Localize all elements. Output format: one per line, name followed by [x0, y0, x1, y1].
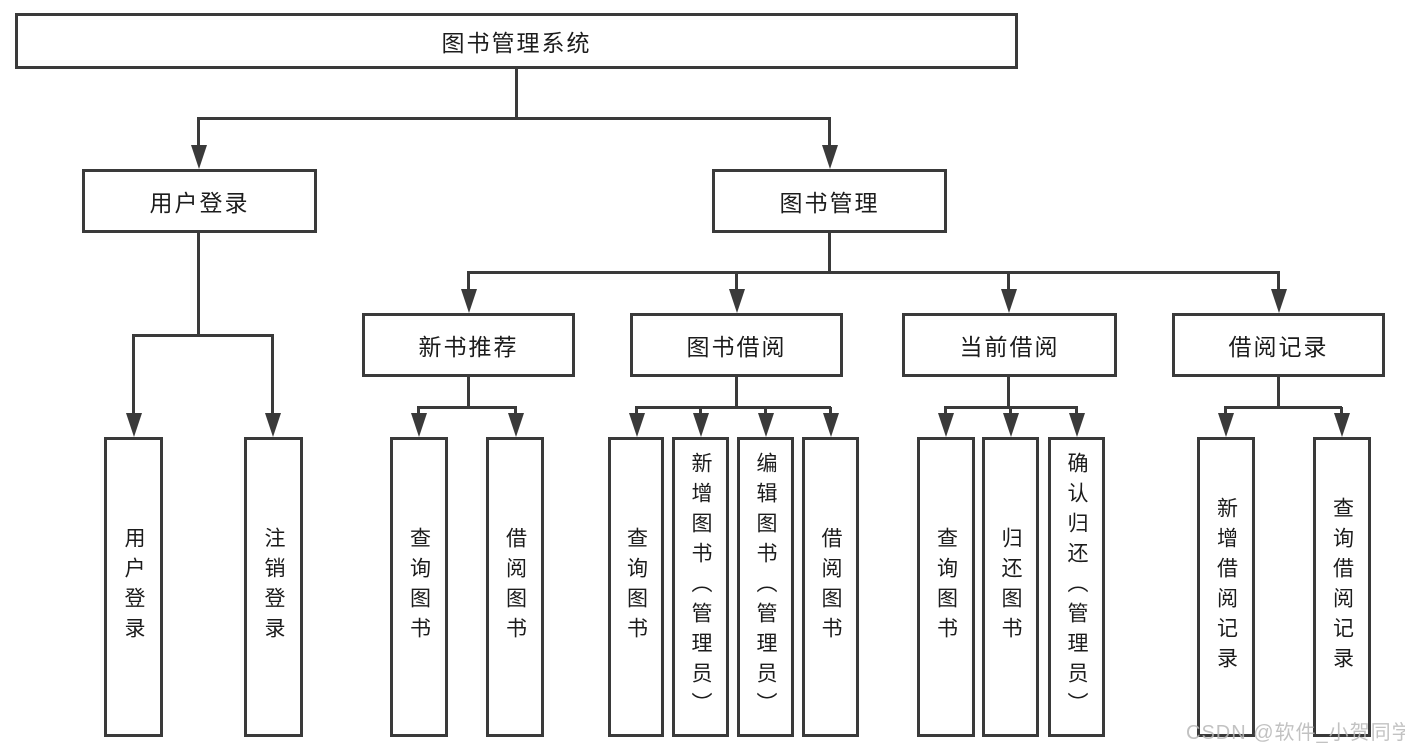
node-user-login: 用户登录 — [82, 169, 317, 233]
connector-line — [1007, 377, 1010, 407]
arrow-down-icon — [1007, 272, 1010, 289]
leaf-user-login-label: 用户登录 — [122, 527, 145, 647]
leaf-nbr-query-book-label: 查询图书 — [407, 527, 431, 647]
arrow-down-icon — [514, 407, 517, 413]
leaf-br-query-record-label: 查询借阅记录 — [1330, 497, 1354, 677]
connector-line — [735, 377, 738, 407]
node-book-management-label: 图书管理 — [779, 190, 880, 216]
node-current-borrow-label: 当前借阅 — [959, 334, 1060, 360]
leaf-bb-add-book: 新增图书（管理员） — [672, 437, 729, 737]
node-book-management: 图书管理 — [712, 169, 947, 233]
arrow-down-icon — [1009, 407, 1012, 413]
arrow-down-icon — [132, 335, 135, 413]
leaf-bb-borrow-book: 借阅图书 — [802, 437, 859, 737]
leaf-logout-label: 注销登录 — [262, 527, 285, 647]
connector-line — [197, 233, 200, 335]
leaf-cb-return-book: 归还图书 — [982, 437, 1039, 737]
leaf-bb-edit-book-label: 编辑图书（管理员） — [754, 452, 777, 722]
node-current-borrow: 当前借阅 — [902, 313, 1117, 377]
leaf-bb-query-book: 查询图书 — [608, 437, 664, 737]
arrow-down-icon — [635, 407, 638, 413]
leaf-cb-confirm-return: 确认归还（管理员） — [1048, 437, 1105, 737]
node-book-borrow-label: 图书借阅 — [686, 334, 787, 360]
connector-line — [417, 406, 517, 409]
connector-line — [1277, 377, 1280, 407]
arrow-down-icon — [1075, 407, 1078, 413]
connector-line — [635, 406, 831, 409]
connector-line — [467, 271, 1280, 274]
node-new-book-recommend: 新书推荐 — [362, 313, 575, 377]
arrow-down-icon — [1224, 407, 1227, 413]
leaf-bb-query-book-label: 查询图书 — [624, 527, 648, 647]
node-borrow-record-label: 借阅记录 — [1228, 334, 1329, 360]
leaf-bb-edit-book: 编辑图书（管理员） — [737, 437, 794, 737]
arrow-down-icon — [828, 118, 831, 145]
leaf-nbr-borrow-book: 借阅图书 — [486, 437, 544, 737]
arrow-down-icon — [271, 335, 274, 413]
arrow-down-icon — [467, 272, 470, 289]
leaf-cb-return-book-label: 归还图书 — [999, 527, 1022, 647]
leaf-br-add-record-label: 新增借阅记录 — [1214, 497, 1238, 677]
arrow-down-icon — [1277, 272, 1280, 289]
node-root-label: 图书管理系统 — [441, 30, 592, 56]
node-root: 图书管理系统 — [15, 13, 1018, 69]
arrow-down-icon — [829, 407, 832, 413]
leaf-cb-confirm-return-label: 确认归还（管理员） — [1065, 452, 1088, 722]
leaf-cb-query-book-label: 查询图书 — [934, 527, 958, 647]
arrow-down-icon — [699, 407, 702, 413]
leaf-bb-add-book-label: 新增图书（管理员） — [689, 452, 712, 722]
arrow-down-icon — [197, 118, 200, 145]
node-borrow-record: 借阅记录 — [1172, 313, 1385, 377]
arrow-down-icon — [1340, 407, 1343, 413]
arrow-down-icon — [944, 407, 947, 413]
leaf-user-login: 用户登录 — [104, 437, 163, 737]
leaf-logout: 注销登录 — [244, 437, 303, 737]
connector-line — [828, 233, 831, 272]
arrow-down-icon — [764, 407, 767, 413]
connector-line — [132, 334, 274, 337]
leaf-br-query-record: 查询借阅记录 — [1313, 437, 1371, 737]
csdn-watermark: CSDN @软件_小贺同学 — [1186, 722, 1405, 744]
node-new-book-recommend-label: 新书推荐 — [418, 334, 519, 360]
connector-line — [197, 117, 831, 120]
arrow-down-icon — [735, 272, 738, 289]
connector-line — [515, 69, 518, 118]
connector-line — [467, 377, 470, 407]
connector-line — [1224, 406, 1342, 409]
leaf-bb-borrow-book-label: 借阅图书 — [819, 527, 842, 647]
arrow-down-icon — [417, 407, 420, 413]
leaf-cb-query-book: 查询图书 — [917, 437, 975, 737]
node-book-borrow: 图书借阅 — [630, 313, 843, 377]
leaf-nbr-query-book: 查询图书 — [390, 437, 448, 737]
leaf-br-add-record: 新增借阅记录 — [1197, 437, 1255, 737]
node-user-login-label: 用户登录 — [149, 190, 250, 216]
leaf-nbr-borrow-book-label: 借阅图书 — [503, 527, 527, 647]
